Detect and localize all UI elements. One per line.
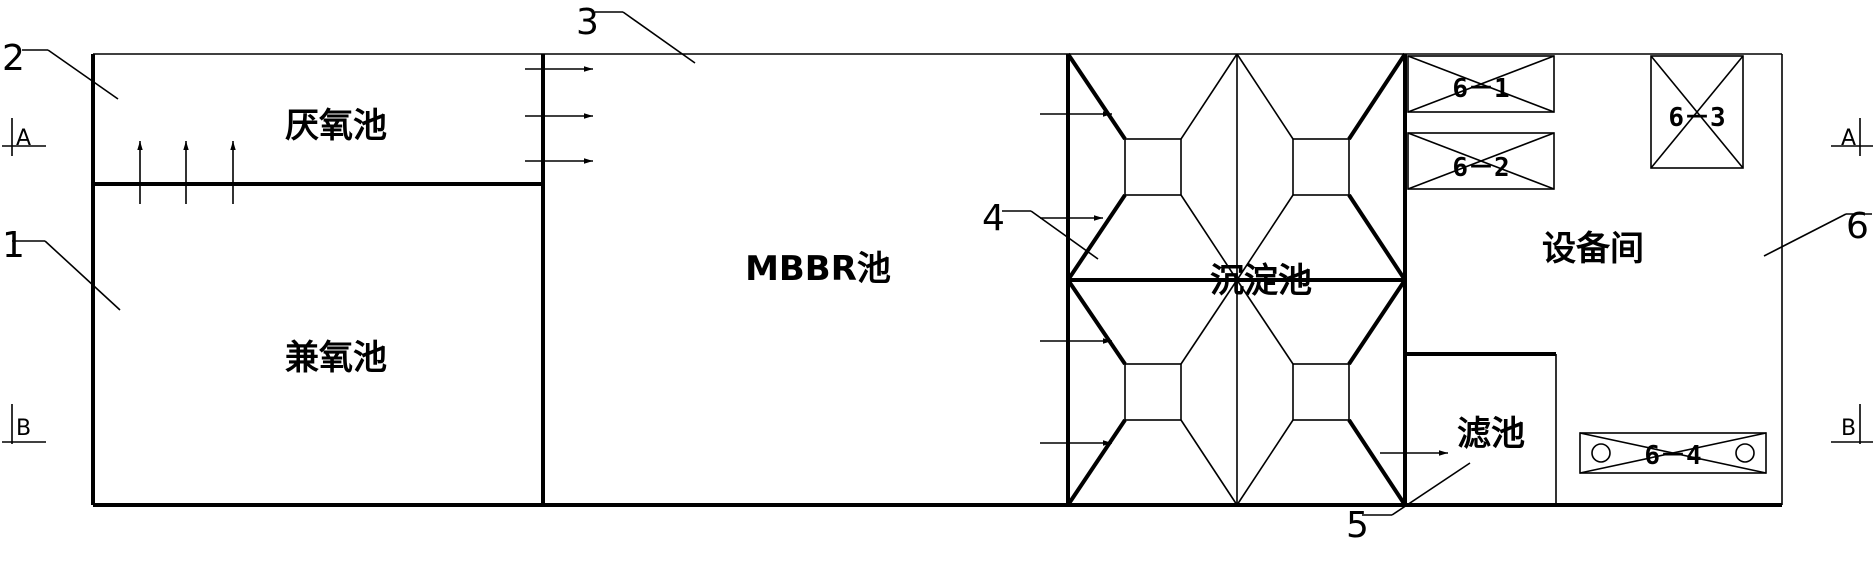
callout-6: 6: [1846, 206, 1869, 247]
hopper-1: [1066, 52, 1238, 282]
anoxic-tank-label: 兼氧池: [285, 338, 387, 378]
equipment-room-label: 设备间: [1542, 229, 1644, 269]
mbbr-tank-label: MBBR池: [745, 249, 891, 289]
callout-1: 1: [2, 225, 25, 266]
plant-outline: [91, 53, 1783, 507]
hopper-4: [1236, 278, 1407, 507]
equipment-6-2-box: [1407, 132, 1555, 190]
equipment-6-2-label: 6－2: [1452, 153, 1509, 183]
equipment-6-1-box: [1407, 55, 1555, 113]
flow-arrows: [137, 66, 1448, 456]
callout-4: 4: [982, 198, 1005, 239]
section-mark-a-right: [1831, 118, 1873, 156]
section-label-b-left: B: [16, 416, 31, 441]
callout-5: 5: [1346, 505, 1369, 546]
hopper-2: [1236, 52, 1407, 282]
sedimentation-tank-label: 沉淀池: [1210, 261, 1312, 301]
hopper-3: [1066, 278, 1238, 507]
filter-tank-label: 滤池: [1457, 414, 1525, 454]
equipment-6-3-box: [1650, 55, 1744, 169]
equipment-6-1-label: 6－1: [1452, 74, 1509, 104]
equipment-6-4-label: 6－4: [1644, 441, 1701, 471]
section-mark-b-right: [1831, 404, 1873, 444]
section-label-a-right: A: [1841, 126, 1856, 151]
callout-leaders: [12, 11, 1872, 516]
callout-2: 2: [2, 38, 25, 79]
section-label-a-left: A: [16, 126, 31, 151]
sedimentation-hoppers: [1066, 52, 1407, 507]
equipment-6-3-label: 6－3: [1668, 103, 1725, 133]
pump-circle-right: [1735, 443, 1755, 463]
section-mark-a-left: [2, 118, 46, 156]
section-mark-b-left: [2, 404, 46, 444]
anaerobic-tank-label: 厌氧池: [285, 106, 387, 146]
pump-circle-left: [1591, 443, 1611, 463]
section-label-b-right: B: [1841, 416, 1856, 441]
callout-3: 3: [576, 2, 599, 43]
equipment-6-4-box: [1579, 432, 1767, 474]
